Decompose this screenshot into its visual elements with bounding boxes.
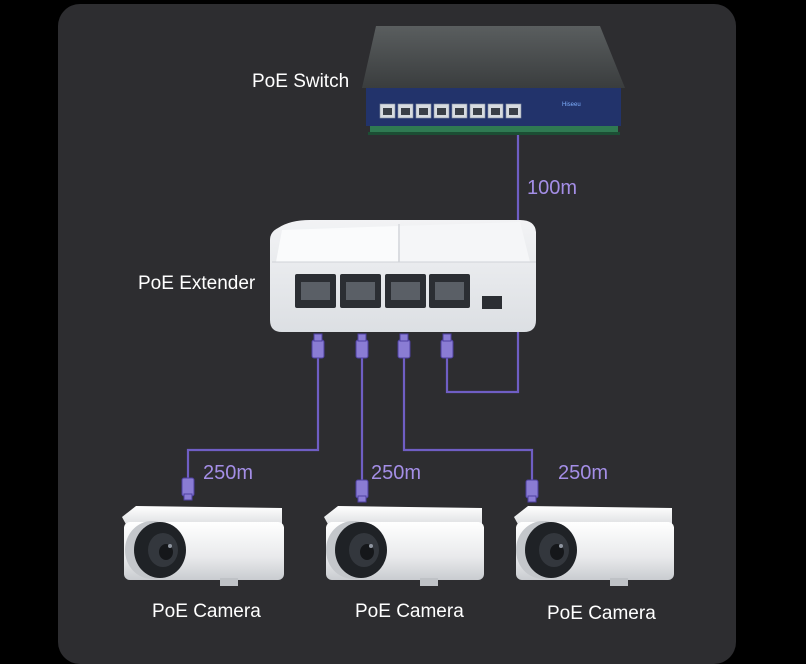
cable-extender-to-camera-left xyxy=(186,358,320,478)
camera-right-device xyxy=(514,506,674,586)
plug-extender-4 xyxy=(440,333,454,359)
poe-extender-device xyxy=(270,220,536,332)
poe-switch-device: Hiseeu xyxy=(362,26,625,135)
camera-middle-label: PoE Camera xyxy=(355,601,464,622)
plug-camera-left xyxy=(181,477,195,501)
camera-middle-device xyxy=(324,506,484,586)
switch-label: PoE Switch xyxy=(252,71,350,92)
plug-extender-3 xyxy=(397,333,411,359)
distance-camera-right: 250m xyxy=(558,462,609,484)
distance-switch-extender: 100m xyxy=(527,177,578,199)
switch-brand-text: Hiseeu xyxy=(562,102,581,108)
plug-extender-2 xyxy=(355,333,369,359)
plug-extender-1 xyxy=(311,333,325,359)
plug-camera-right xyxy=(525,479,539,503)
extender-label: PoE Extender xyxy=(138,273,256,294)
distance-camera-left: 250m xyxy=(203,462,254,484)
camera-left-label: PoE Camera xyxy=(152,601,261,622)
plug-camera-middle xyxy=(355,479,369,503)
distance-camera-middle: 250m xyxy=(371,462,422,484)
camera-left-device xyxy=(122,506,284,586)
network-diagram: Hiseeu xyxy=(122,26,674,586)
camera-right-label: PoE Camera xyxy=(547,603,656,624)
cable-extender-to-camera-right xyxy=(402,358,534,480)
